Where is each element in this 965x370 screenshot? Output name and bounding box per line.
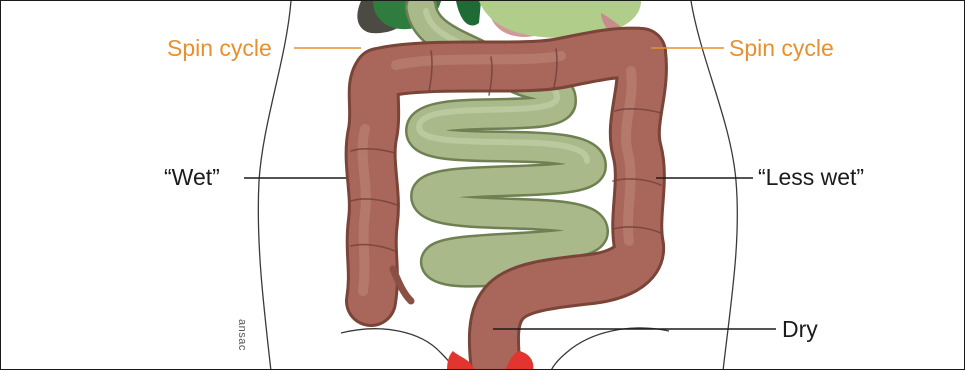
label-dry: Dry (782, 315, 818, 343)
label-spin-cycle-right: Spin cycle (729, 34, 834, 62)
label-less-wet: “Less wet” (758, 163, 864, 191)
label-spin-cycle-left: Spin cycle (167, 34, 272, 62)
label-wet: “Wet” (164, 163, 220, 191)
artist-credit: ansac (236, 319, 248, 351)
